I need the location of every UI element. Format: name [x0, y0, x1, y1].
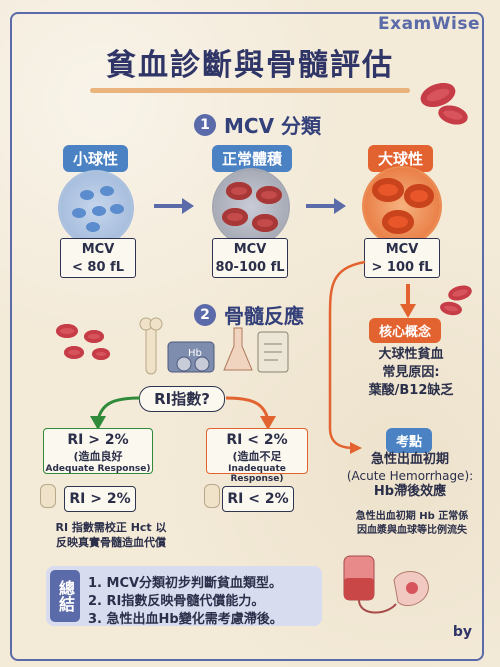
- mcv-card-value: > 100 fL: [371, 260, 433, 275]
- mcv-card-label: MCV: [81, 242, 115, 257]
- tag-exam-point: 考點: [386, 428, 433, 453]
- mcv-card-value: 80-100 fL: [215, 260, 285, 275]
- arrow-down: [400, 284, 416, 318]
- small-blue-cell: [100, 186, 114, 196]
- ri-inadequate-english: Inadequate Response): [228, 464, 286, 484]
- small-blue-cell: [110, 204, 124, 214]
- red-cell-decoration: [84, 330, 104, 343]
- ri-inadequate-box: RI < 2% (造血不足 Inadequate Response): [206, 428, 308, 484]
- section-label: 骨髓反應: [224, 304, 304, 328]
- large-red-cell: [404, 184, 434, 208]
- summary-item-3: 3. 急性出血Hb變化需考慮滯後。: [88, 612, 283, 627]
- ri-inadequate-subtitle: (造血不足: [232, 450, 282, 463]
- red-cell: [256, 186, 282, 204]
- exam-line-1: 急性出血初期: [370, 452, 449, 467]
- blood-bag-icon: [343, 555, 429, 614]
- small-blue-cell: [92, 206, 106, 216]
- exam-line-3: Hb滯後效應: [373, 484, 447, 499]
- mcv-card-microcytic: MCV < 80 fL: [60, 238, 136, 278]
- core-line-1: 大球性貧血: [378, 347, 444, 362]
- small-blue-cell: [80, 190, 94, 200]
- exam-note: 急性出血初期 Hb 正常係 因血漿與血球等比例流失: [332, 510, 492, 538]
- ri-question-box: RI指數?: [139, 386, 225, 412]
- tag-normocytic: 正常體積: [212, 145, 293, 172]
- section-number: 2: [194, 303, 216, 326]
- normocytic-cells-image: [214, 170, 288, 244]
- mcv-card-macrocytic: MCV > 100 fL: [364, 238, 440, 278]
- exam-note-line-1: 急性出血初期 Hb 正常係: [355, 511, 469, 522]
- section-number: 1: [194, 113, 216, 136]
- ri-inadequate-title: RI < 2%: [226, 432, 288, 448]
- exam-line-2: (Acute Hemorrhage):: [346, 469, 474, 483]
- red-cell-decoration: [64, 346, 84, 359]
- tag-microcytic: 小球性: [63, 145, 129, 172]
- red-cell-decoration: [56, 324, 78, 338]
- summary-panel: [46, 566, 322, 626]
- mcv-card-value: < 80 fL: [72, 260, 124, 275]
- core-line-3: 葉酸/B12缺乏: [368, 383, 454, 398]
- mcv-card-label: MCV: [385, 242, 419, 257]
- red-cell: [226, 182, 252, 200]
- red-cell: [252, 214, 278, 232]
- arrow-to-adequate: [90, 396, 141, 430]
- section-marrow-header: 2 骨髓反應: [194, 300, 304, 329]
- ri-adequate-pill: RI > 2%: [64, 486, 136, 512]
- ri-adequate-box: RI > 2% (造血良好 Adequate Response): [43, 428, 153, 474]
- bone-marrow-icon: Hb: [139, 317, 289, 375]
- title-underline: [90, 88, 410, 93]
- red-cell: [222, 208, 248, 226]
- ri-note-line-2: 反映真實骨髓造血代償: [56, 536, 166, 549]
- small-blue-cell: [72, 208, 86, 218]
- arrow-right: [154, 198, 194, 214]
- section-mcv-header: 1 MCV 分類: [194, 110, 321, 139]
- arrow-to-inadequate: [225, 396, 276, 430]
- ri-adequate-english: Adequate Response): [45, 464, 151, 474]
- brand-label: ExamWise: [378, 14, 480, 34]
- core-line-2: 常見原因:: [382, 365, 440, 380]
- summary-item-1: 1. MCV分類初步判斷貧血類型。: [88, 576, 283, 591]
- ri-note: RI 指數需校正 Hct 以 反映真實骨髓造血代償: [36, 520, 186, 550]
- svg-text:Hb: Hb: [188, 348, 202, 359]
- ri-adequate-title: RI > 2%: [67, 432, 129, 448]
- page-title: 貧血診斷與骨髓評估: [106, 48, 394, 83]
- red-cell-decoration: [92, 348, 110, 360]
- bone-character-icon: [40, 484, 56, 508]
- core-concept-text: 大球性貧血 常見原因: 葉酸/B12缺乏: [356, 346, 466, 400]
- exam-note-line-2: 因血漿與血球等比例流失: [357, 525, 467, 536]
- tag-core-concept: 核心概念: [369, 318, 442, 343]
- mcv-card-label: MCV: [233, 242, 267, 257]
- connector-to-exam: [328, 260, 366, 454]
- summary-heading: 總結: [50, 570, 80, 622]
- small-blue-cell: [86, 222, 100, 232]
- ri-inadequate-pill: RI < 2%: [222, 486, 294, 512]
- ri-adequate-subtitle: (造血良好: [73, 450, 123, 463]
- page-frame: [10, 12, 484, 661]
- exam-point-text: 急性出血初期 (Acute Hemorrhage): Hb滯後效應: [330, 452, 490, 500]
- mcv-card-normocytic: MCV 80-100 fL: [212, 238, 288, 278]
- tag-macrocytic: 大球性: [368, 145, 434, 172]
- summary-item-2: 2. RI指數反映骨髓代償能力。: [88, 594, 265, 609]
- ri-note-line-1: RI 指數需校正 Hct 以: [55, 521, 167, 534]
- large-red-cell: [382, 210, 414, 234]
- credit-label: by: [452, 624, 472, 640]
- arrow-right: [306, 198, 346, 214]
- section-label: MCV 分類: [224, 114, 322, 138]
- bone-character-icon: [204, 484, 220, 508]
- large-red-cell: [372, 178, 404, 202]
